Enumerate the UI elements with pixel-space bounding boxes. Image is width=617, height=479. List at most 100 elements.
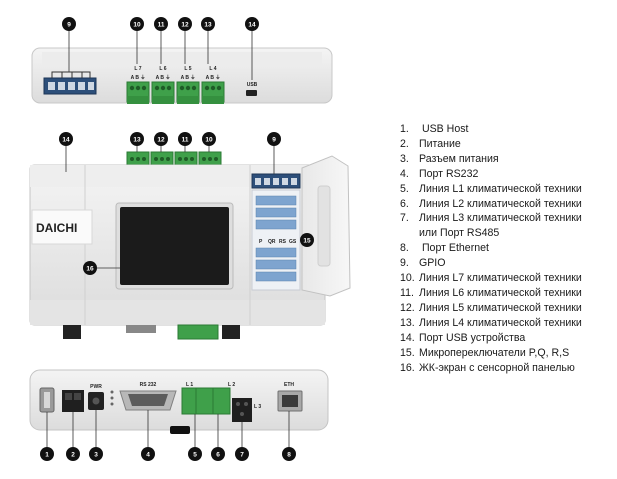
legend-item-text: Порт USB устройства <box>419 331 526 344</box>
legend-item-number: 15. <box>400 346 415 359</box>
bottom-slot <box>170 426 190 434</box>
svg-text:12: 12 <box>157 137 165 144</box>
logo-plate <box>31 209 93 245</box>
legend-item-text: ЖК-экран с сенсорной панелью <box>419 361 575 374</box>
bottom-label-l1: L 1 <box>186 382 193 388</box>
top-terminal-letters-l6: A B ⏚ <box>156 74 171 81</box>
front-terminal-l4 <box>126 151 150 166</box>
bottom-callout-6: 6 <box>211 447 225 461</box>
dip-letter-gs: GS <box>289 239 297 245</box>
legend-item-number: 5. <box>400 182 409 195</box>
top-terminal-letters-l5: A B ⏚ <box>181 74 196 81</box>
legend-item-text: Линия L6 климатической техники <box>419 286 582 299</box>
bottom-callout-8: 8 <box>282 447 296 461</box>
svg-text:7: 7 <box>240 452 244 459</box>
legend-item: 10. Линия L7 климатической техники <box>400 271 615 286</box>
top-label-usb: USB <box>247 82 258 88</box>
legend-item: 2.Питание <box>400 137 615 152</box>
bottom-label-rs232: RS 232 <box>140 382 157 388</box>
front-view: DAICHI P QR RS GS <box>29 132 351 340</box>
svg-text:14: 14 <box>62 137 70 144</box>
svg-text:13: 13 <box>133 137 141 144</box>
legend-item-number: 13. <box>400 316 415 329</box>
bottom-label-pwr: PWR <box>90 384 102 390</box>
dip-letter-qr: QR <box>268 239 276 245</box>
svg-text:3: 3 <box>94 452 98 459</box>
svg-text:15: 15 <box>303 238 311 245</box>
front-callout-14: 14 <box>59 132 73 146</box>
legend-item-number: 9. <box>400 257 409 270</box>
legend-item-text: Разъем питания <box>419 152 499 165</box>
top-terminal-l7 <box>126 81 150 104</box>
front-bottom-connector-rs232 <box>126 325 156 333</box>
legend-item-text: Линия L4 климатической техники <box>419 316 582 329</box>
front-callout-10: 10 <box>202 132 216 146</box>
front-callout-15: 15 <box>300 233 314 247</box>
bottom-terminal-l1-l2 <box>181 387 231 415</box>
bottom-leader-lines <box>46 410 290 447</box>
legend-item: 9.GPIO <box>400 256 615 271</box>
legend-item-number: 8. <box>400 242 409 255</box>
top-callout-14: 14 <box>245 17 259 31</box>
top-label-l4: L 4 <box>209 66 216 72</box>
legend-item-text: USB Host <box>419 123 469 135</box>
dip-letter-rs: RS <box>279 239 287 245</box>
front-bottom-connector-l3 <box>222 325 240 339</box>
top-terminal-letters-l4: A B ⏚ <box>206 74 221 81</box>
top-gpio-bracket <box>51 71 91 78</box>
front-callout-12: 12 <box>154 132 168 146</box>
legend-item: 5.Линия L1 климатической техники <box>400 182 615 197</box>
front-bottom-connector-l1l2 <box>177 324 219 340</box>
top-callout-12: 12 <box>178 17 192 31</box>
top-callout-13: 13 <box>201 17 215 31</box>
svg-text:11: 11 <box>182 137 189 144</box>
svg-text:11: 11 <box>158 22 165 29</box>
svg-text:6: 6 <box>216 452 220 459</box>
top-terminal-l5 <box>176 81 200 104</box>
bottom-led-1 <box>110 390 114 394</box>
legend-item-text: Линия L3 климатической техники или Порт … <box>419 212 582 240</box>
legend-item: 13. Линия L4 климатической техники <box>400 316 615 331</box>
top-usb-port <box>246 90 257 96</box>
legend-item: 6.Линия L2 климатической техники <box>400 197 615 212</box>
svg-text:2: 2 <box>71 452 75 459</box>
legend-item-text: Линия L7 климатической техники <box>419 272 582 285</box>
legend-item: 14. Порт USB устройства <box>400 331 615 346</box>
lcd-screen <box>120 207 229 285</box>
legend-item-number: 14. <box>400 331 415 344</box>
legend-item-number: 10. <box>400 272 415 285</box>
svg-text:1: 1 <box>45 452 49 459</box>
svg-text:9: 9 <box>67 22 71 29</box>
legend-item-text: Порт Ethernet <box>419 242 489 255</box>
legend-item: 4.Порт RS232 <box>400 167 615 182</box>
bottom-callout-7: 7 <box>235 447 249 461</box>
front-callout-16: 16 <box>83 261 97 275</box>
bottom-label-l2: L 2 <box>228 382 235 388</box>
svg-text:12: 12 <box>181 22 189 29</box>
bottom-label-l3: L 3 <box>254 404 261 410</box>
legend-item: 3.Разъем питания <box>400 152 615 167</box>
legend-item-text: Линия L5 климатической техники <box>419 301 582 314</box>
bottom-callout-4: 4 <box>141 447 155 461</box>
legend-item-number: 6. <box>400 197 409 210</box>
legend-item: 11.Линия L6 климатической техники <box>400 286 615 301</box>
top-label-l5: L 5 <box>184 66 191 72</box>
bottom-callout-1: 1 <box>40 447 54 461</box>
top-view-ridge <box>42 52 322 66</box>
top-terminal-l4 <box>201 81 225 104</box>
svg-text:10: 10 <box>205 137 213 144</box>
bottom-callout-2: 2 <box>66 447 80 461</box>
svg-text:10: 10 <box>133 22 141 29</box>
bottom-label-eth: ETH <box>284 382 294 388</box>
front-callout-13: 13 <box>130 132 144 146</box>
top-terminal-l6 <box>151 81 175 104</box>
brand-logo: DAICHI <box>36 221 77 235</box>
front-callout-9: 9 <box>267 132 281 146</box>
svg-text:8: 8 <box>287 452 291 459</box>
side-cover-rib <box>317 185 331 267</box>
top-leader-lines <box>68 31 253 80</box>
bottom-callout-3: 3 <box>89 447 103 461</box>
legend-item-number: 12. <box>400 301 415 314</box>
